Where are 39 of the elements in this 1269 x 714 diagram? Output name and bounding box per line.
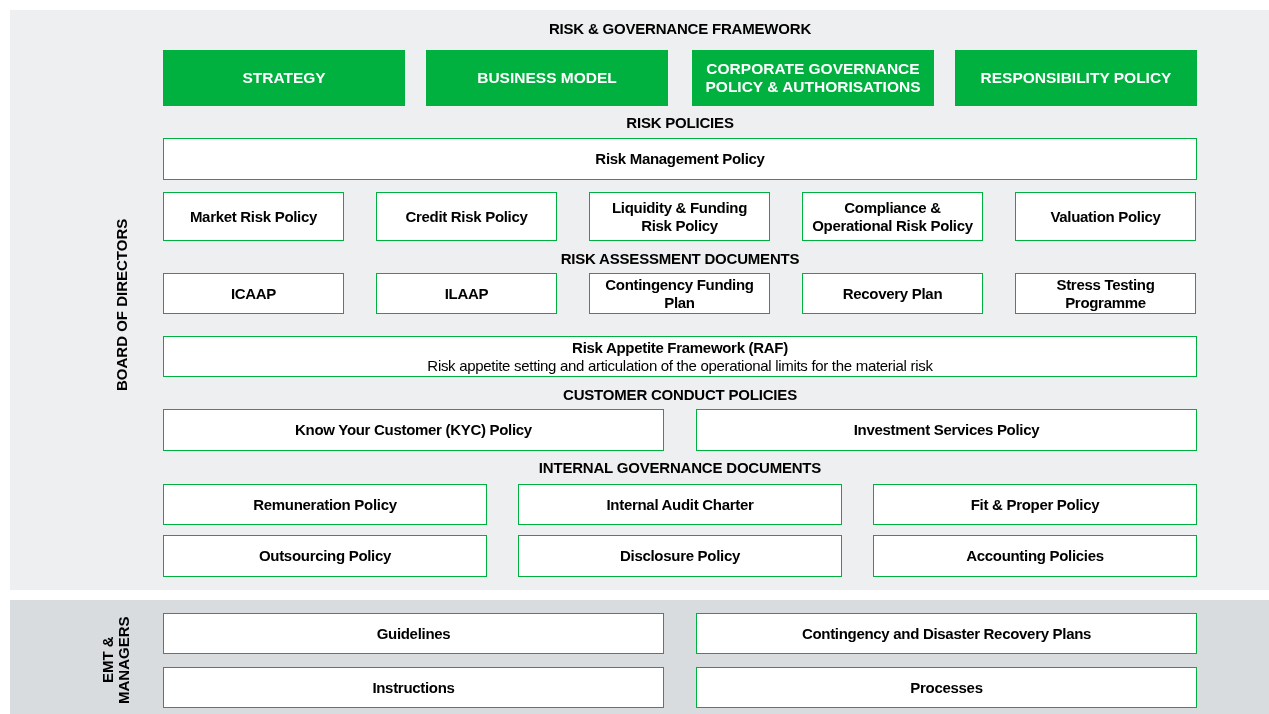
- framework-box: RESPONSIBILITY POLICY: [955, 50, 1197, 106]
- policy-box: Outsourcing Policy: [163, 535, 487, 577]
- box-description: Risk appetite setting and articulation of the operational limits for the material risk: [427, 356, 933, 375]
- framework-box: BUSINESS MODEL: [426, 50, 668, 106]
- policy-box: Investment Services Policy: [696, 409, 1197, 451]
- policy-box: Credit Risk Policy: [376, 192, 557, 241]
- section-heading: INTERNAL GOVERNANCE DOCUMENTS: [537, 459, 823, 476]
- policy-box: ILAAP: [376, 273, 557, 314]
- policy-box: Disclosure Policy: [518, 535, 842, 577]
- policy-box: Instructions: [163, 667, 664, 708]
- section-heading: RISK ASSESSMENT DOCUMENTS: [559, 250, 801, 267]
- section-heading: RISK POLICIES: [625, 114, 735, 131]
- section-heading: CUSTOMER CONDUCT POLICIES: [562, 386, 798, 403]
- policy-box: Contingency and Disaster Recovery Plans: [696, 613, 1197, 654]
- policy-box: Compliance & Operational Risk Policy: [802, 192, 983, 241]
- policy-box: Risk Management Policy: [163, 138, 1197, 180]
- section-title: BOARD OF DIRECTORS: [114, 217, 131, 394]
- framework-box: STRATEGY: [163, 50, 405, 106]
- section-band: [10, 600, 1269, 714]
- policy-box: Know Your Customer (KYC) Policy: [163, 409, 664, 451]
- policy-box: Remuneration Policy: [163, 484, 487, 525]
- policy-box: Guidelines: [163, 613, 664, 654]
- policy-box: Stress Testing Programme: [1015, 273, 1196, 314]
- section-band: [10, 10, 1269, 590]
- policy-box: Accounting Policies: [873, 535, 1197, 577]
- framework-box: CORPORATE GOVERNANCE POLICY & AUTHORISATIONS: [692, 50, 934, 106]
- policy-box: Recovery Plan: [802, 273, 983, 314]
- policy-box: Contingency Funding Plan: [589, 273, 770, 314]
- section-heading: RISK & GOVERNANCE FRAMEWORK: [547, 20, 813, 37]
- policy-box: Fit & Proper Policy: [873, 484, 1197, 525]
- section-title: EMT & MANAGERS: [100, 615, 133, 706]
- policy-box: Market Risk Policy: [163, 192, 344, 241]
- policy-box: Internal Audit Charter: [518, 484, 842, 525]
- box-title: Risk Appetite Framework (RAF): [572, 338, 788, 357]
- policy-box: ICAAP: [163, 273, 344, 314]
- policy-box: Processes: [696, 667, 1197, 708]
- policy-box: Liquidity & Funding Risk Policy: [589, 192, 770, 241]
- policy-box: [163, 336, 1197, 377]
- policy-box: Valuation Policy: [1015, 192, 1196, 241]
